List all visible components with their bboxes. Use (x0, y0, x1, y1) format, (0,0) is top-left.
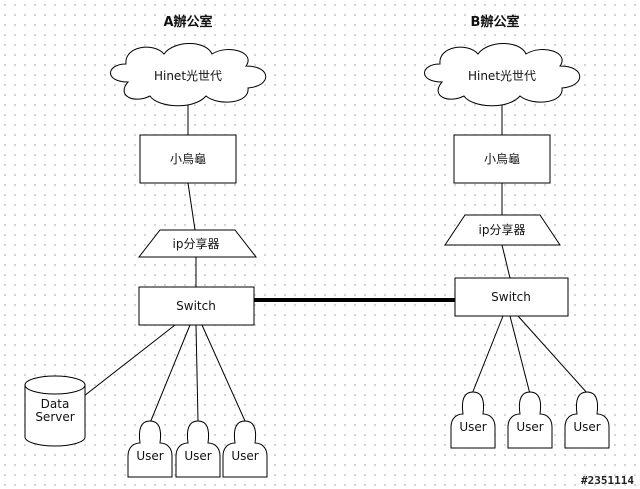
office-a-user-1: User (127, 420, 173, 478)
modem-box (453, 134, 551, 184)
office-b-user-1-label: User (459, 420, 486, 434)
link-a-switch-user2 (195, 324, 199, 422)
office-a-server-label-line2: Server (35, 410, 74, 424)
office-b-router: ip分享器 (444, 214, 561, 246)
database-cylinder-rim (24, 384, 86, 395)
office-a-user-3: User (222, 420, 268, 478)
connections (83, 99, 589, 424)
user-icon (127, 420, 173, 478)
office-a-data-server: Data Server (24, 375, 86, 447)
user-icon (564, 391, 610, 449)
link-a-switch-user1 (149, 324, 191, 424)
office-a-title: A辦公室 (163, 14, 212, 30)
link-a-switch-server (83, 324, 176, 397)
switch-box (138, 286, 255, 326)
office-b-title: B辦公室 (471, 14, 520, 30)
office-b-switch-label: Switch (491, 290, 531, 304)
modem-box (139, 134, 237, 184)
office-a-user-2: User (175, 420, 221, 478)
link-b-switch-user2 (509, 315, 531, 395)
link-b-switch-user1 (471, 315, 504, 395)
cloud-icon (110, 43, 267, 107)
office-b-isp-cloud: Hinet光世代 (424, 43, 581, 107)
office-b-modem: 小烏龜 (453, 134, 551, 184)
office-b-user-3: User (564, 391, 610, 449)
office-a-isp-cloud: Hinet光世代 (110, 43, 267, 107)
office-a-router-label: ip分享器 (173, 236, 220, 251)
link-a-modem-router (187, 182, 196, 231)
office-b-modem-label: 小烏龜 (484, 152, 520, 166)
cloud-icon (424, 43, 581, 107)
office-a-switch-label: Switch (176, 299, 216, 313)
user-icon (175, 420, 221, 478)
router-trapezoid (444, 214, 561, 246)
link-a-switch-user3 (201, 324, 246, 422)
office-a-modem-label: 小烏龜 (170, 152, 206, 166)
office-b-user-2-label: User (516, 420, 543, 434)
office-a-user-2-label: User (184, 449, 211, 463)
office-a-user-1-label: User (136, 449, 163, 463)
office-a-modem: 小烏龜 (139, 134, 237, 184)
switch-box (454, 277, 569, 317)
office-b-user-2: User (507, 391, 553, 449)
user-icon (507, 391, 553, 449)
watermark-text: #2351114 (581, 474, 634, 487)
link-b-switch-user3 (517, 315, 589, 395)
user-icon (222, 420, 268, 478)
database-cylinder-icon (24, 375, 86, 447)
office-b-switch: Switch (454, 277, 569, 317)
office-b-user-3-label: User (573, 420, 600, 434)
office-a-router: ip分享器 (137, 229, 258, 258)
office-a-server-label-line1: Data (41, 397, 70, 411)
office-a-switch: Switch (138, 286, 255, 326)
link-b-router-switch (501, 244, 511, 279)
user-icon (450, 391, 496, 449)
office-b-user-1: User (450, 391, 496, 449)
office-b-router-label: ip分享器 (479, 222, 526, 237)
router-trapezoid (137, 229, 258, 258)
office-a-isp-label: Hinet光世代 (154, 69, 222, 83)
office-b-isp-label: Hinet光世代 (468, 69, 536, 83)
office-a-user-3-label: User (231, 449, 258, 463)
